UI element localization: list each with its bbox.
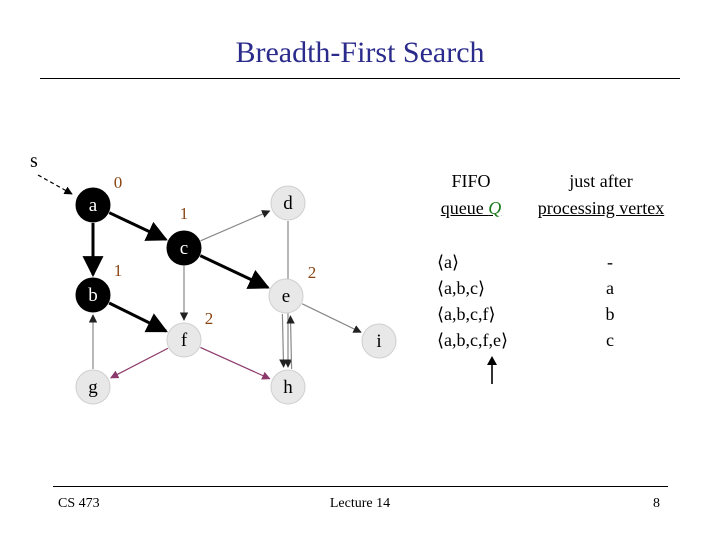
node-label-g: g <box>88 377 98 398</box>
queue-header-text: queue <box>440 198 489 218</box>
node-circle-c <box>166 230 202 266</box>
edge-c-e <box>199 254 270 289</box>
edge-f-g <box>110 347 169 379</box>
footer-course: CS 473 <box>58 496 100 511</box>
edge-a-c <box>108 211 168 241</box>
vertex-header: just after processing vertex <box>525 168 677 222</box>
vertex-header-line2: processing vertex <box>537 198 665 218</box>
node-circle-g <box>75 369 111 405</box>
edge-e-h <box>279 313 288 368</box>
node-f: f <box>166 322 202 358</box>
queue-header-line2: queue Q <box>430 195 512 222</box>
vertex-row: b <box>605 304 615 324</box>
queue-row: ⟨a,b,c,f,e⟩ <box>437 330 509 350</box>
distance-label-a: 0 <box>114 173 123 192</box>
edge-b-f <box>108 301 168 333</box>
distance-label-c: 1 <box>180 204 189 223</box>
vertex-row: - <box>607 252 613 272</box>
queue-row: ⟨a,b,c⟩ <box>437 278 486 298</box>
footer-page-number: 8 <box>653 496 660 511</box>
node-d: d <box>270 185 306 221</box>
slide-title: Breadth-First Search <box>235 36 485 69</box>
node-b: b <box>75 277 111 313</box>
footer-divider <box>53 486 668 487</box>
node-i: i <box>361 323 397 359</box>
edge-h-e <box>286 315 295 370</box>
node-circle-f <box>166 322 202 358</box>
node-circle-e <box>268 278 304 314</box>
distance-label-b: 1 <box>114 261 123 280</box>
node-a: a <box>75 187 111 223</box>
node-circle-h <box>270 369 306 405</box>
node-label-i: i <box>376 331 381 352</box>
queue-header-letter: Q <box>488 198 502 218</box>
node-label-b: b <box>88 285 98 306</box>
vertex-header-line1: just after <box>569 171 633 191</box>
queue-header-line1: FIFO <box>451 171 491 191</box>
node-label-h: h <box>283 377 293 398</box>
node-circle-b <box>75 277 111 313</box>
edge-f-h <box>200 346 271 380</box>
distance-label-f: 2 <box>205 309 214 328</box>
edge-e-i <box>301 303 362 333</box>
vertex-row: a <box>606 278 614 298</box>
node-label-a: a <box>89 195 98 216</box>
queue-row: ⟨a,b,c,f⟩ <box>437 304 496 324</box>
title-divider <box>40 78 680 79</box>
queue-header: FIFO queue Q <box>430 168 512 222</box>
vertex-row: c <box>606 330 614 350</box>
node-c: c <box>166 230 202 266</box>
node-h: h <box>270 369 306 405</box>
node-circle-a <box>75 187 111 223</box>
node-label-c: c <box>180 238 188 259</box>
source-arrow <box>37 174 73 195</box>
distance-label-e: 2 <box>308 263 317 282</box>
source-label: s <box>30 150 38 172</box>
node-g: g <box>75 369 111 405</box>
node-label-d: d <box>283 193 293 214</box>
footer-lecture: Lecture 14 <box>329 496 391 511</box>
queue-head-arrow-icon <box>487 356 497 384</box>
node-circle-i <box>361 323 397 359</box>
node-circle-d <box>270 185 306 221</box>
node-label-e: e <box>282 286 290 307</box>
queue-row: ⟨a⟩ <box>437 252 460 272</box>
edge-c-d <box>200 210 271 242</box>
node-e: e <box>268 278 304 314</box>
node-label-f: f <box>181 330 188 351</box>
